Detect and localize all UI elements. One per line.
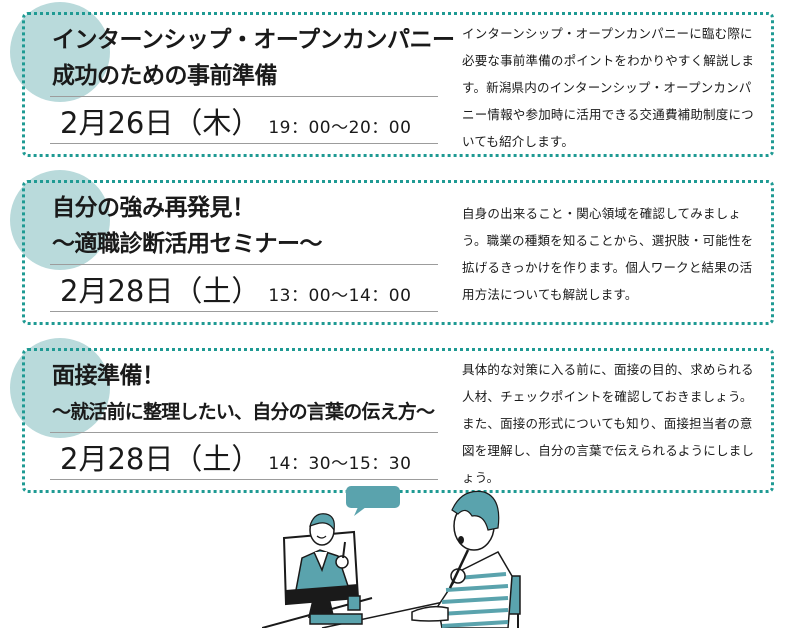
divider — [50, 96, 438, 97]
event-title-line2: ～適職診断活用セミナー～ — [52, 231, 323, 257]
desk-icon — [261, 595, 463, 629]
divider — [50, 264, 438, 265]
divider — [50, 432, 438, 433]
event-date: 2月26日（木） — [60, 106, 261, 140]
event-datetime: 2月26日（木） 19：00～20：00 — [60, 100, 411, 142]
decorative-circle — [10, 170, 110, 270]
event-title-line1: インターンシップ・オープンカンパニー — [52, 27, 455, 53]
divider — [50, 311, 438, 312]
student-icon — [411, 490, 521, 629]
event-time: 19：00～20：00 — [268, 118, 412, 138]
event-datetime: 2月28日（土） 14：30～15：30 — [60, 436, 411, 478]
event-description: 自身の出来ること・関心領域を確認してみましょう。職業の種類を知ることから、選択肢… — [462, 206, 754, 302]
event-date: 2月28日（土） — [60, 442, 261, 476]
event-date: 2月28日（土） — [60, 274, 261, 308]
speech-bubble-icon — [346, 486, 400, 516]
event-time: 13：00～14：00 — [268, 286, 412, 306]
online-interview-illustration — [261, 480, 542, 629]
event-card-2: 自分の強み再発見！ ～適職診断活用セミナー～ 2月28日（土） 13：00～14：… — [10, 170, 774, 325]
event-description: 具体的な対策に入る前に、面接の目的、求められる人材、チェックポイントを確認してお… — [462, 362, 755, 485]
dotted-frame — [22, 180, 774, 325]
event-title-line2: 成功のための事前準備 — [52, 63, 278, 89]
event-title: インターンシップ・オープンカンパニー 成功のための事前準備 — [52, 22, 455, 94]
event-title-line2: ～就活前に整理したい、自分の言葉の伝え方～ — [52, 401, 435, 423]
decorative-circle — [10, 2, 110, 102]
event-description: インターンシップ・オープンカンパニーに臨む際に必要な事前準備のポイントをわかりや… — [462, 26, 755, 149]
event-title: 自分の強み再発見！ ～適職診断活用セミナー～ — [52, 190, 452, 262]
decorative-circle — [10, 338, 110, 438]
event-title-line1: 自分の強み再発見！ — [52, 195, 255, 221]
event-time: 14：30～15：30 — [268, 454, 412, 474]
event-card-3: 面接準備！ ～就活前に整理したい、自分の言葉の伝え方～ 2月28日（土） 14：3… — [10, 338, 774, 493]
event-datetime: 2月28日（土） 13：00～14：00 — [60, 268, 411, 310]
dotted-frame — [22, 12, 774, 157]
divider — [50, 479, 438, 480]
event-card-1: インターンシップ・オープンカンパニー 成功のための事前準備 2月26日（木） 19… — [10, 2, 774, 157]
event-title-line1: 面接準備！ — [52, 363, 165, 389]
monitor-icon — [282, 513, 360, 618]
divider — [50, 143, 438, 144]
event-title: 面接準備！ ～就活前に整理したい、自分の言葉の伝え方～ — [52, 358, 452, 430]
